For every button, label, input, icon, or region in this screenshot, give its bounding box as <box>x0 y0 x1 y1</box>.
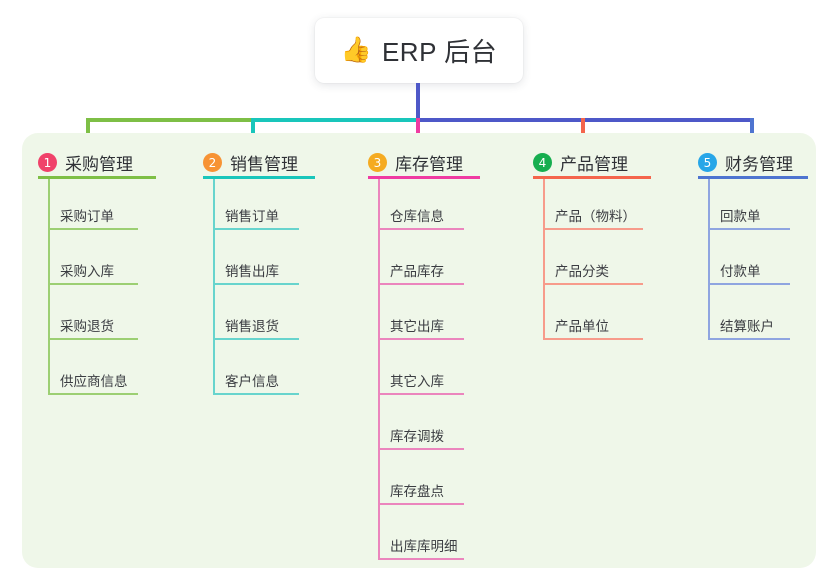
column-header-1[interactable]: 1 采购管理 <box>38 150 133 175</box>
menu-item-label: 产品（物料） <box>555 209 636 224</box>
menu-item-underline <box>378 558 464 560</box>
menu-item-label: 库存调拨 <box>390 429 444 444</box>
column-header-5[interactable]: 5 财务管理 <box>698 150 793 175</box>
menu-item[interactable]: 出库库明细 <box>368 535 464 560</box>
menu-item-label: 销售退货 <box>225 319 279 334</box>
menu-item-underline <box>213 338 299 340</box>
menu-item-underline <box>708 228 790 230</box>
menu-item-label: 产品分类 <box>555 264 609 279</box>
menu-item[interactable]: 采购订单 <box>38 205 138 230</box>
menu-item-underline <box>543 228 643 230</box>
menu-item[interactable]: 采购入库 <box>38 260 138 285</box>
column-spine <box>378 179 380 558</box>
connector-bar-segment-2 <box>253 118 420 122</box>
menu-item[interactable]: 结算账户 <box>698 315 790 340</box>
menu-item-label: 出库库明细 <box>390 539 458 554</box>
menu-item-underline <box>48 393 138 395</box>
menu-item-label: 产品库存 <box>390 264 444 279</box>
menu-item[interactable]: 供应商信息 <box>38 370 138 395</box>
menu-item[interactable]: 其它入库 <box>368 370 464 395</box>
menu-item-underline <box>543 283 643 285</box>
menu-item[interactable]: 销售退货 <box>203 315 299 340</box>
menu-item-underline <box>48 228 138 230</box>
menu-item-underline <box>543 338 643 340</box>
menu-item-label: 回款单 <box>720 209 761 224</box>
menu-item-label: 采购入库 <box>60 264 114 279</box>
menu-item[interactable]: 产品单位 <box>533 315 643 340</box>
root-title-card: 👍 ERP 后台 <box>315 18 523 83</box>
menu-item-label: 供应商信息 <box>60 374 128 389</box>
column-underline <box>368 176 480 179</box>
menu-item-underline <box>213 393 299 395</box>
menu-item[interactable]: 回款单 <box>698 205 790 230</box>
menu-item-label: 采购退货 <box>60 319 114 334</box>
column-number-badge: 3 <box>368 153 387 172</box>
menu-item-underline <box>378 283 464 285</box>
diagram-panel <box>22 133 816 568</box>
menu-item[interactable]: 库存盘点 <box>368 480 464 505</box>
menu-item-label: 结算账户 <box>720 319 774 334</box>
menu-item-underline <box>213 283 299 285</box>
menu-item[interactable]: 销售出库 <box>203 260 299 285</box>
column-title: 财务管理 <box>725 155 793 174</box>
menu-item-underline <box>48 338 138 340</box>
column-title: 采购管理 <box>65 155 133 174</box>
menu-item-underline <box>213 228 299 230</box>
menu-item-label: 产品单位 <box>555 319 609 334</box>
column-spine <box>543 179 545 338</box>
menu-item-underline <box>708 283 790 285</box>
menu-item-label: 库存盘点 <box>390 484 444 499</box>
menu-item-label: 付款单 <box>720 264 761 279</box>
menu-item[interactable]: 采购退货 <box>38 315 138 340</box>
menu-item-underline <box>48 283 138 285</box>
menu-item[interactable]: 客户信息 <box>203 370 299 395</box>
menu-item[interactable]: 产品（物料） <box>533 205 643 230</box>
page-title: ERP 后台 <box>381 37 498 67</box>
column-spine <box>708 179 710 338</box>
menu-item-label: 销售出库 <box>225 264 279 279</box>
thumbs-up-icon: 👍 <box>340 36 372 64</box>
column-underline <box>533 176 651 179</box>
column-number-badge: 2 <box>203 153 222 172</box>
menu-item-underline <box>378 448 464 450</box>
column-spine <box>213 179 215 393</box>
column-title: 销售管理 <box>230 155 298 174</box>
menu-item-label: 销售订单 <box>225 209 279 224</box>
menu-item[interactable]: 仓库信息 <box>368 205 464 230</box>
menu-item-underline <box>708 338 790 340</box>
column-header-3[interactable]: 3 库存管理 <box>368 150 463 175</box>
root-trunk-line <box>416 83 420 122</box>
menu-item-underline <box>378 503 464 505</box>
column-header-4[interactable]: 4 产品管理 <box>533 150 628 175</box>
column-number-badge: 4 <box>533 153 552 172</box>
menu-item-label: 采购订单 <box>60 209 114 224</box>
menu-item[interactable]: 产品分类 <box>533 260 643 285</box>
column-underline <box>38 176 156 179</box>
menu-item[interactable]: 销售订单 <box>203 205 299 230</box>
column-header-2[interactable]: 2 销售管理 <box>203 150 298 175</box>
connector-bar-segment-1 <box>88 118 255 122</box>
root-title-inner: 👍 ERP 后台 <box>341 32 497 69</box>
menu-item-underline <box>378 338 464 340</box>
column-number-badge: 5 <box>698 153 717 172</box>
menu-item-label: 其它出库 <box>390 319 444 334</box>
menu-item-underline <box>378 393 464 395</box>
column-title: 产品管理 <box>560 155 628 174</box>
column-number-badge: 1 <box>38 153 57 172</box>
column-title: 库存管理 <box>395 155 463 174</box>
menu-item[interactable]: 其它出库 <box>368 315 464 340</box>
connector-bar-segment-3 <box>418 118 754 122</box>
menu-item-label: 其它入库 <box>390 374 444 389</box>
menu-item[interactable]: 付款单 <box>698 260 790 285</box>
menu-item[interactable]: 产品库存 <box>368 260 464 285</box>
menu-item-underline <box>378 228 464 230</box>
menu-item-label: 客户信息 <box>225 374 279 389</box>
menu-item[interactable]: 库存调拨 <box>368 425 464 450</box>
column-spine <box>48 179 50 393</box>
column-underline <box>203 176 315 179</box>
menu-item-label: 仓库信息 <box>390 209 444 224</box>
column-underline <box>698 176 808 179</box>
